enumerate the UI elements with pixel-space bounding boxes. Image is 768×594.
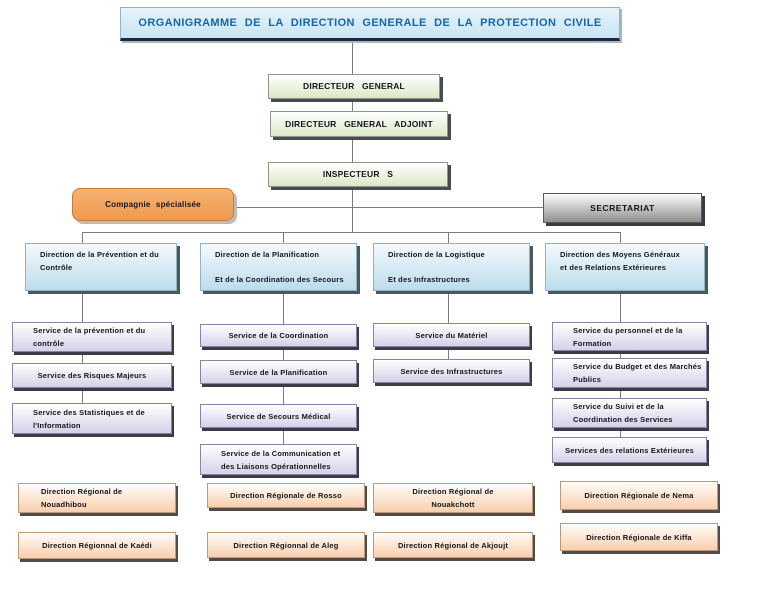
label-line: contrôle xyxy=(33,339,65,348)
service-box-budget-marches: Service du Budget et des Marchés Publics xyxy=(552,358,707,388)
directeur-general-label: DIRECTEUR GENERAL xyxy=(303,81,405,91)
label-line: Service du Matériel xyxy=(415,330,488,340)
service-box-communication: Service de la Communication et des Liais… xyxy=(200,444,357,475)
label-line: Service du Budget et des Marchés xyxy=(573,362,702,371)
label-line: Service de la Planification xyxy=(229,367,328,377)
label-line: Direction de la Logistique xyxy=(388,250,485,259)
secretariat-box: SECRETARIAT xyxy=(543,193,702,223)
service-box-materiel: Service du Matériel xyxy=(373,323,530,347)
label-line: Direction Régionale de Kiffa xyxy=(586,532,692,542)
label-line: Direction Régionnal de Aleg xyxy=(233,540,339,550)
regional-box-akjoujt: Direction Régional de Akjoujt xyxy=(373,532,533,558)
connector-distribution xyxy=(82,232,621,233)
direction-box-prevention-controle: Direction de la Prévention et du Contrôl… xyxy=(25,243,177,291)
label-line: Service des Statistiques et de xyxy=(33,407,145,417)
regional-box-nouakchott: Direction Régional de Nouakchott xyxy=(373,483,533,513)
label-line: et des Relations Extérieures xyxy=(560,263,667,272)
label-line: Direction Régional de xyxy=(412,487,494,496)
service-box-infrastructures: Service des Infrastructures xyxy=(373,359,530,383)
label-line: Direction Régional de xyxy=(41,487,123,496)
label-line: Direction de la Prévention et du xyxy=(40,250,159,259)
connector-drop xyxy=(620,232,621,244)
label-line: Nouadhibou xyxy=(41,500,87,509)
regional-box-aleg: Direction Régionnal de Aleg xyxy=(207,532,365,558)
label-line: Formation xyxy=(573,338,612,348)
label-line: Service de la Coordination xyxy=(228,331,329,340)
connector-trunk xyxy=(352,41,353,233)
regional-box-rosso: Direction Régionale de Rosso xyxy=(207,483,365,508)
service-box-personnel-formation: Service du personnel et de la Formation xyxy=(552,322,707,351)
label-line: Direction de la Planification xyxy=(215,250,320,259)
label-line: Service de la prévention et du xyxy=(33,326,146,335)
connector-drop xyxy=(448,232,449,244)
service-box-risques-majeurs: Service des Risques Majeurs xyxy=(12,363,172,388)
label-line: Et des Infrastructures xyxy=(388,275,470,284)
regional-box-kiffa: Direction Régionale de Kiffa xyxy=(560,523,718,551)
label-line: Services des relations Extérieures xyxy=(565,445,694,455)
chart-title-text: ORGANIGRAMME DE LA DIRECTION GENERALE DE… xyxy=(138,16,602,29)
label-line: Publics xyxy=(573,375,602,384)
secretariat-label: SECRETARIAT xyxy=(590,202,655,213)
label-line: Direction Régionnal de Kaédi xyxy=(42,541,152,550)
compagnie-specialisee-box: Compagnie spécialisée xyxy=(72,188,234,221)
directeur-general-box: DIRECTEUR GENERAL xyxy=(268,74,440,99)
compagnie-specialisee-label: Compagnie spécialisée xyxy=(105,200,201,209)
connector-horizontal xyxy=(233,207,543,208)
connector-drop xyxy=(283,232,284,244)
directeur-general-adjoint-label: DIRECTEUR GENERAL ADJOINT xyxy=(285,118,433,129)
chart-title: ORGANIGRAMME DE LA DIRECTION GENERALE DE… xyxy=(120,7,620,41)
label-line: Service des Risques Majeurs xyxy=(37,371,147,380)
label-line: l'Information xyxy=(33,420,81,430)
label-line: Contrôle xyxy=(40,263,73,272)
inspecteur-label: INSPECTEUR S xyxy=(322,169,394,179)
service-box-statistiques: Service des Statistiques et de l'Informa… xyxy=(12,403,172,434)
inspecteur-box: INSPECTEUR S xyxy=(268,162,448,187)
service-box-suivi-coordination: Service du Suivi et de la Coordination d… xyxy=(552,398,707,428)
label-line: Direction des Moyens Généraux xyxy=(560,250,681,259)
label-line: des Liaisons Opérationnelles xyxy=(221,461,331,471)
label-line: Direction Régional de Akjoujt xyxy=(397,540,509,550)
label-line: Service des Infrastructures xyxy=(400,366,503,376)
label-line: Direction Régionale de Rosso xyxy=(230,491,342,500)
service-box-planification: Service de la Planification xyxy=(200,360,357,384)
label-line: Service de la Communication et xyxy=(221,448,341,458)
label-line: Direction Régionale de Nema xyxy=(584,491,694,500)
service-box-secours-medical: Service de Secours Médical xyxy=(200,404,357,428)
directeur-general-adjoint-box: DIRECTEUR GENERAL ADJOINT xyxy=(270,111,448,137)
direction-box-moyens-generaux: Direction des Moyens Généraux et des Rel… xyxy=(545,243,705,291)
label-line: Service du Suivi et de la xyxy=(573,402,664,411)
direction-box-planification-coordination: Direction de la Planification Et de la C… xyxy=(200,243,357,291)
regional-box-nouadhibou: Direction Régional de Nouadhibou xyxy=(18,483,176,513)
service-box-relations-exterieures: Services des relations Extérieures xyxy=(552,437,707,463)
service-box-prevention: Service de la prévention et du contrôle xyxy=(12,322,172,352)
regional-box-kaedi: Direction Régionnal de Kaédi xyxy=(18,532,176,559)
label-line: Service du personnel et de la xyxy=(573,325,683,335)
label-line: Service de Secours Médical xyxy=(226,411,331,421)
regional-box-nema: Direction Régionale de Nema xyxy=(560,481,718,510)
label-line: Nouakchott xyxy=(431,500,475,509)
service-box-coordination: Service de la Coordination xyxy=(200,324,357,347)
direction-box-logistique-infrastructures: Direction de la Logistique Et des Infras… xyxy=(373,243,530,291)
connector-drop xyxy=(82,232,83,244)
label-line: Coordination des Services xyxy=(573,415,673,424)
label-line: Et de la Coordination des Secours xyxy=(215,275,344,284)
